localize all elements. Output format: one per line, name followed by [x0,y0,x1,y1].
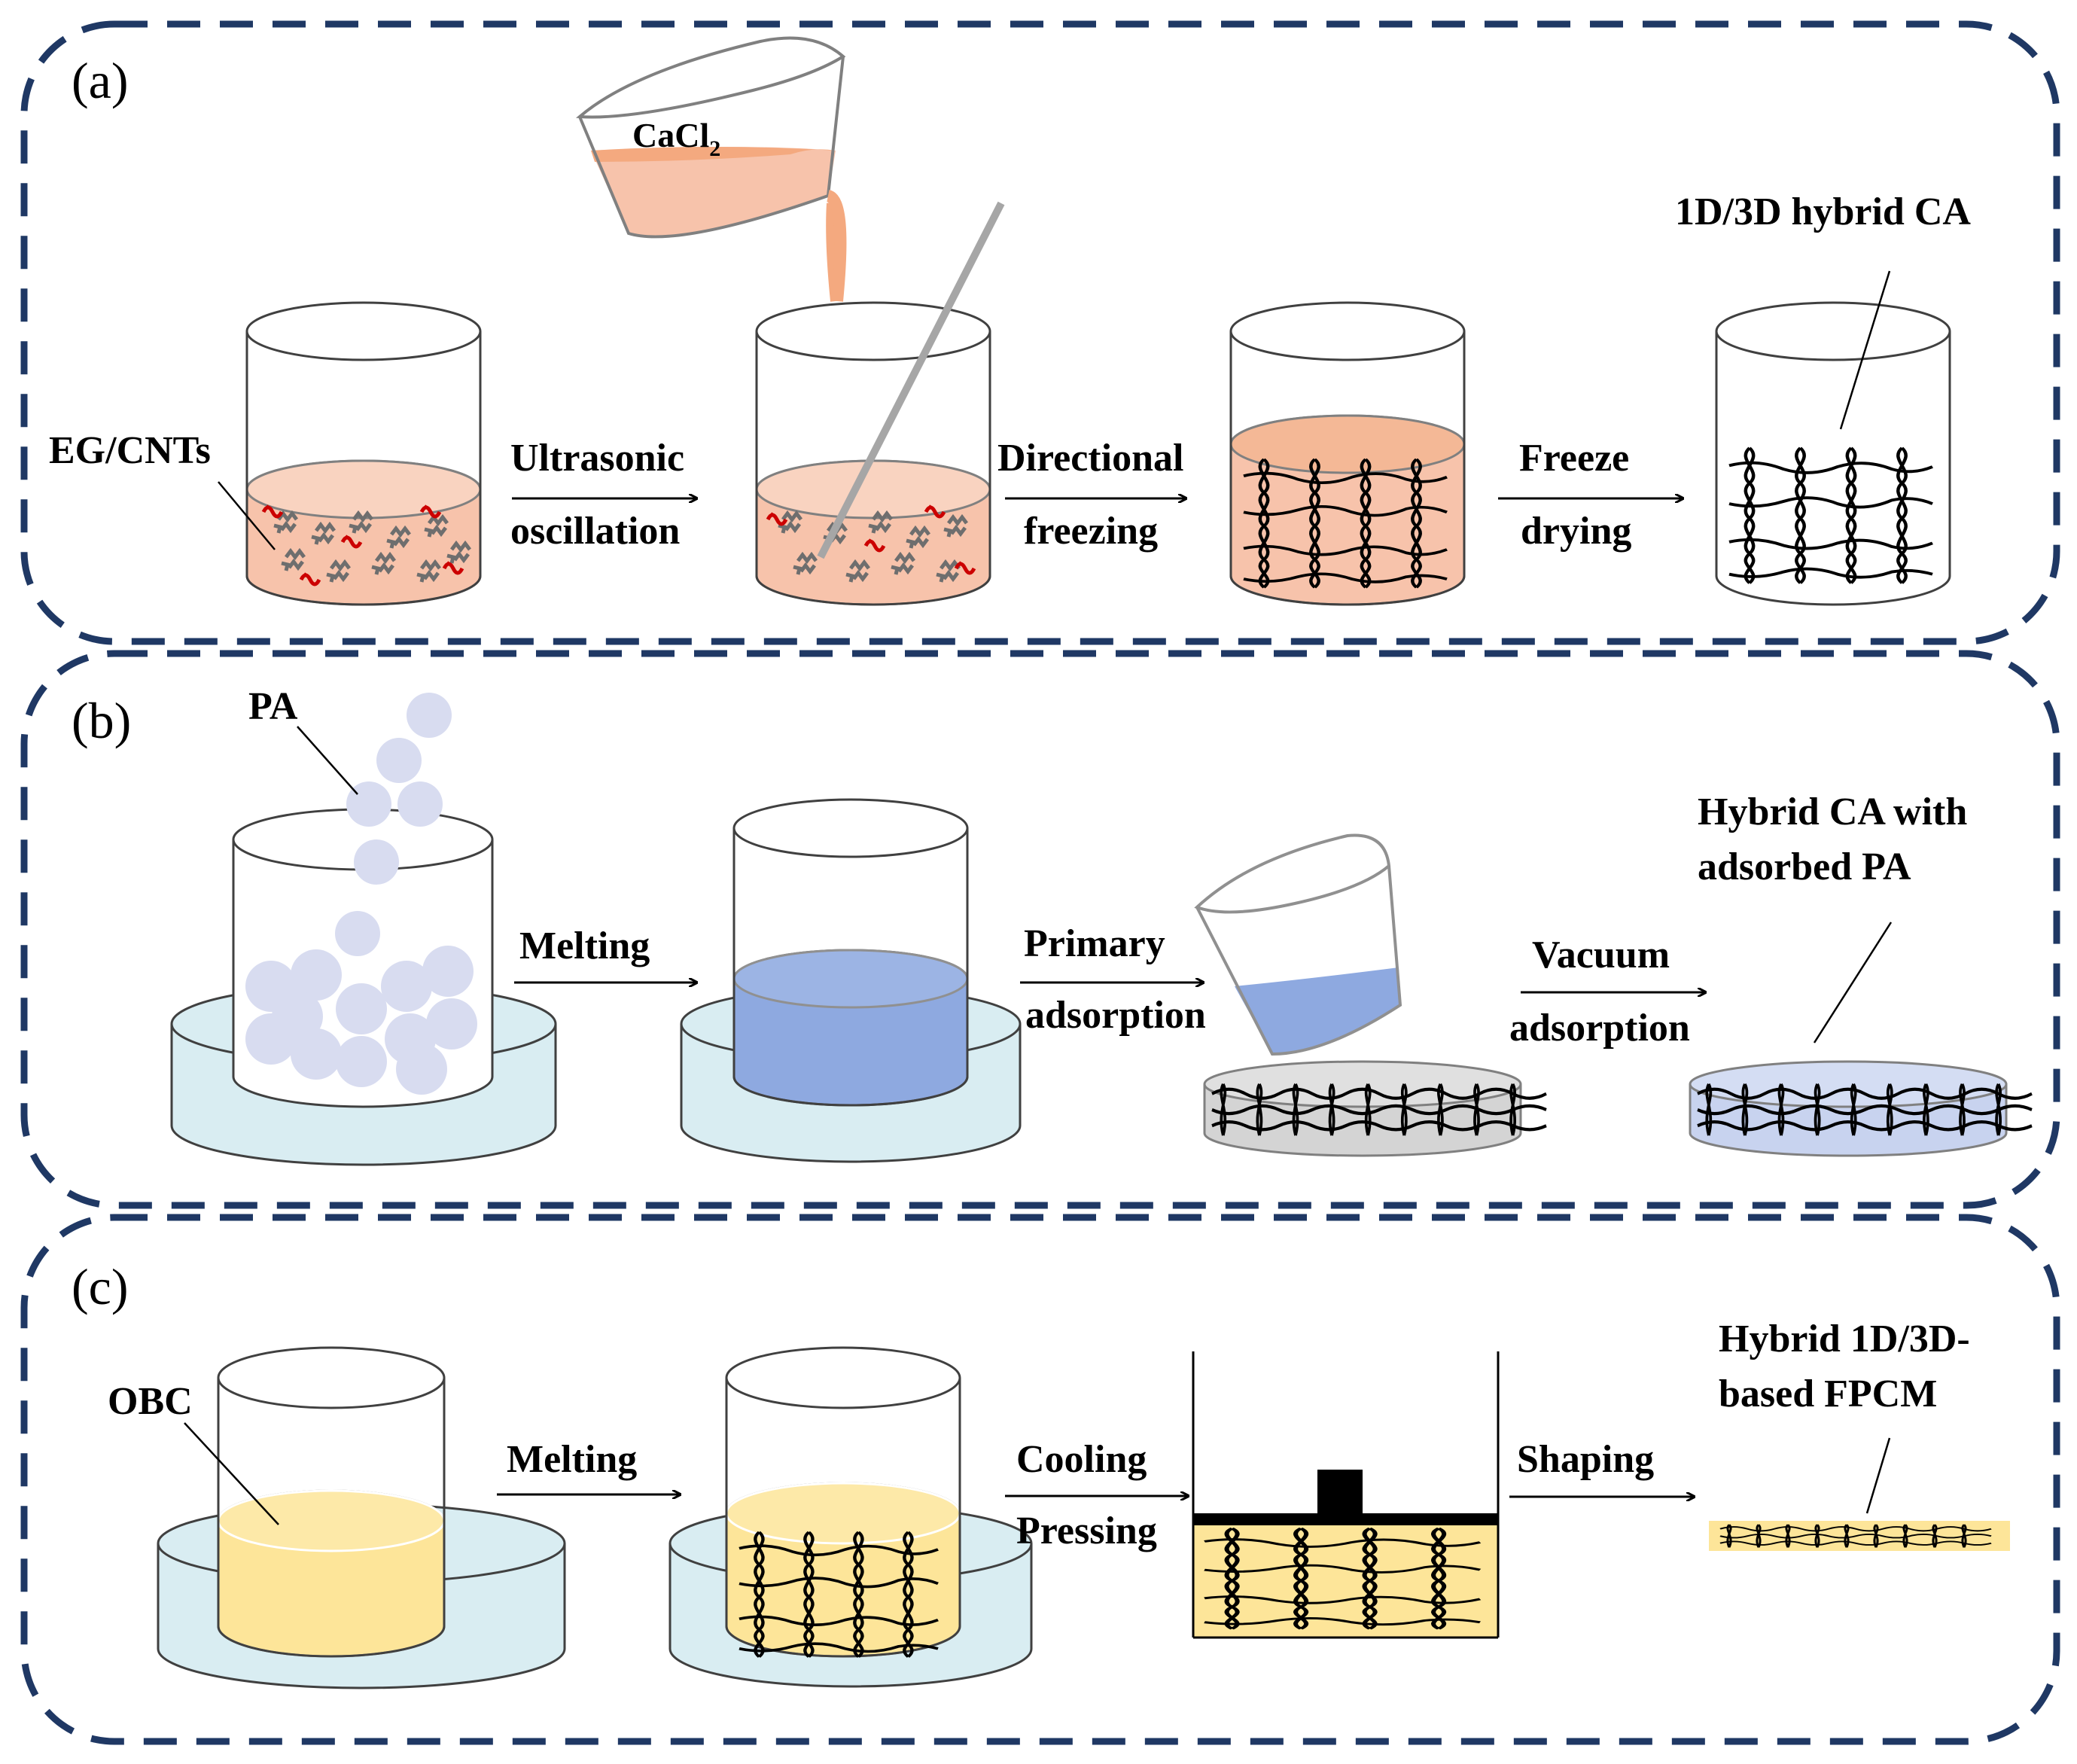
panel-c: (c) OBC Melting Cooling Pressing [72,1258,2010,1689]
beaker-dried-ca [1715,301,1951,606]
press-plate [1193,1513,1498,1525]
label-vacuum: Vacuum [1532,934,1670,976]
label-directional: Directional [997,437,1183,480]
panel-a-tag: (a) [72,52,128,109]
leader-fpcm [1865,1437,1891,1514]
label-oscillation: oscillation [510,510,680,553]
label-adsorption-b2: adsorption [1509,1007,1690,1050]
label-freeze: Freeze [1519,437,1629,480]
press-ram [1317,1470,1363,1515]
dish-ca-gray [1203,1060,1546,1157]
bath-obc-network [668,1346,1033,1688]
pouring-beaker-cacl2 [575,36,847,302]
panel-b-tag: (b) [72,692,131,749]
label-ultrasonic: Ultrasonic [510,437,684,480]
pa-spheres [245,693,477,1095]
label-primary: Primary [1024,922,1165,965]
label-melting-b: Melting [519,925,650,967]
label-pressing: Pressing [1016,1510,1157,1552]
beaker-frozen [1229,301,1466,606]
label-melting-c: Melting [507,1438,637,1481]
label-adsorption-b1: adsorption [1025,994,1206,1037]
leader-hybrid-ca-pa [1813,922,1893,1043]
label-obc: OBC [108,1380,193,1423]
bath-pa-spheres [170,693,557,1166]
stirring-rod [817,201,1005,559]
frames [20,20,2060,1745]
panel-c-tag: (c) [72,1258,128,1315]
panel-b-frame [20,650,2060,1209]
label-fpcm-1: Hybrid 1D/3D- [1719,1318,1970,1360]
label-drying: drying [1521,510,1631,553]
label-cacl2: CaCl2 [632,116,720,161]
label-shaping: Shaping [1517,1438,1654,1481]
label-pa: PA [248,685,298,728]
label-eg-cnts: EG/CNTs [49,429,211,472]
leader-eg-cnts [218,481,276,550]
label-hybrid-ca: 1D/3D hybrid CA [1675,190,1971,233]
press-mold [1192,1351,1500,1639]
dish-ca-pa [1689,1060,2032,1157]
leader-pa [297,726,358,795]
panel-c-frame [20,1214,2060,1745]
label-fpcm-2: based FPCM [1719,1373,1937,1415]
panel-b: (b) PA Melting [72,685,2032,1166]
beaker-cacl2-mix [755,301,991,606]
bath-molten-pa [680,798,1022,1163]
label-cooling: Cooling [1016,1438,1147,1481]
pouring-beaker-pa [1194,833,1402,1056]
leader-obc [184,1422,279,1525]
bath-obc [157,1346,566,1689]
beaker-eg-cnts [245,301,482,606]
fpcm-strip [1709,1521,2010,1551]
label-hybrid-ca-pa-2: adsorbed PA [1698,845,1911,888]
leader-hybrid-ca [1839,270,1891,430]
panel-a-frame [20,20,2060,645]
label-freezing: freezing [1024,510,1158,553]
label-hybrid-ca-pa-1: Hybrid CA with [1698,791,1967,833]
panel-a: (a) EG/CNTs Ultrasonic oscillation [49,36,1971,606]
